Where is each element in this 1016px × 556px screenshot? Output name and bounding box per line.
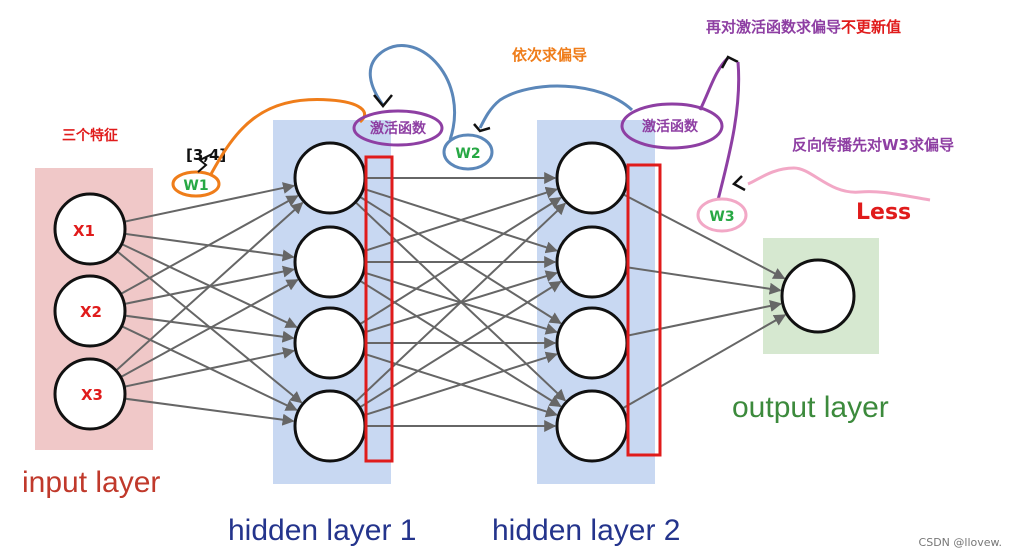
edge-hidden-2-1-to-output-1 (622, 193, 786, 280)
output-layer-label: output layer (732, 391, 889, 424)
connections (115, 172, 787, 432)
node-label-x1: X1 (73, 222, 95, 240)
hidden-1-node-3 (293, 306, 367, 380)
edge-input-2-to-hidden-1-3 (124, 314, 295, 343)
w2-label: W2 (455, 146, 480, 162)
activation-1-loop-arrowhead (373, 94, 393, 108)
loss-to-w3-curve (747, 166, 931, 202)
node-label-x2: X2 (80, 303, 102, 321)
input-node-1 (53, 192, 127, 266)
no-update-text: 不更新值 (841, 18, 901, 36)
edge-hidden-2-4-to-output-1 (621, 314, 787, 410)
activation-2-ellipse (620, 102, 724, 150)
w3-label: W3 (709, 209, 734, 225)
activation-1-label: 激活函数 (370, 120, 427, 137)
backprop-w3-note: 反向传播先对W3求偏导 (792, 136, 954, 154)
activation-2-label: 激活函数 (642, 118, 699, 135)
w1-to-activation-curve (208, 98, 367, 177)
edge-input-3-to-hidden-1-2 (120, 278, 299, 379)
hidden-2-node-2 (555, 225, 629, 299)
hidden-layer-2-label: hidden layer 2 (492, 514, 680, 547)
w3-arrowhead (731, 175, 746, 192)
hidden-2-node-1 (555, 141, 629, 215)
input-node-3 (53, 357, 127, 431)
edge-hidden-1-2-to-hidden-2-1 (363, 186, 558, 253)
input-layer-label: input layer (22, 466, 160, 499)
edge-hidden-2-2-to-output-1 (626, 266, 782, 295)
hidden-2-node-4 (555, 389, 629, 463)
hidden-1-node-4 (293, 389, 367, 463)
hidden-layer-1-label: hidden layer 1 (228, 514, 416, 547)
hidden-1-node-1 (293, 141, 367, 215)
watermark: CSDN @llovew. (919, 536, 1002, 549)
w2-backprop-curve (478, 84, 634, 129)
output-node-1 (780, 258, 856, 334)
hidden-1-node-2 (293, 225, 367, 299)
edge-input-2-to-hidden-1-1 (120, 195, 299, 295)
edge-hidden-2-3-to-output-1 (626, 300, 782, 337)
derive-activation-text: 再对激活函数求偏导 (706, 18, 841, 36)
hidden-2-node-3 (555, 306, 629, 380)
edge-hidden-1-4-to-hidden-2-3 (363, 351, 558, 417)
w1-label: W1 (183, 178, 208, 194)
three-features-note: 三个特征 (62, 127, 118, 144)
w2-arrowhead (473, 123, 491, 133)
edge-hidden-1-4-to-hidden-2-1 (354, 202, 567, 403)
edge-input-3-to-hidden-1-3 (124, 347, 295, 388)
w3-up-curve (716, 61, 741, 201)
hidden-1-activation-box (364, 155, 394, 463)
edge-input-3-to-hidden-1-4 (124, 397, 295, 426)
w1-checkmark (197, 153, 213, 173)
activation-1-ellipse (352, 109, 444, 147)
derive-activation-note: 再对激活函数求偏导不更新值 (706, 18, 901, 36)
activation-1-loop (368, 44, 457, 141)
input-node-2 (53, 274, 127, 348)
w1-shape-note: [3,4] (186, 146, 226, 164)
partial-in-turn-note: 依次求偏导 (512, 46, 587, 64)
activation-2-up-arrowhead (720, 55, 739, 69)
nodes (53, 141, 856, 463)
loss-label: Less (856, 200, 911, 225)
hidden-2-activation-box (626, 163, 662, 457)
w3-ellipse (696, 197, 748, 233)
edge-input-3-to-hidden-1-1 (115, 201, 304, 372)
node-label-x3: X3 (81, 386, 103, 404)
w2-ellipse (442, 133, 494, 171)
edge-input-1-to-hidden-1-1 (124, 182, 295, 223)
w1-ellipse (171, 170, 221, 198)
